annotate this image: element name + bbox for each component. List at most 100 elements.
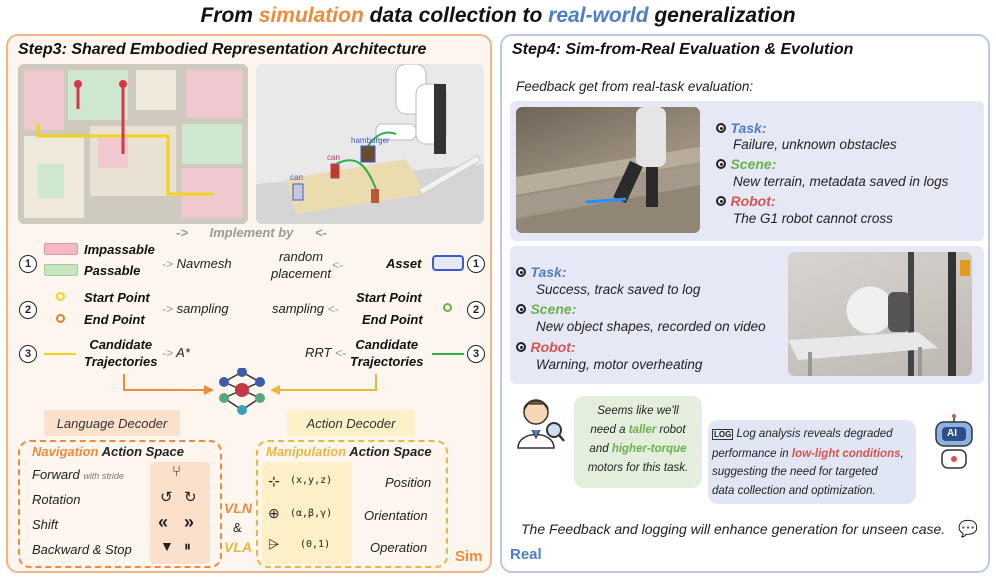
start-point-icon — [56, 292, 65, 301]
bullet-icon — [516, 267, 526, 277]
case2-scene-text: New object shapes, recorded on video — [536, 319, 766, 334]
asset-box-icon — [432, 255, 464, 271]
sampling-left-method: sampling — [176, 301, 229, 316]
point-right-icon — [443, 303, 452, 312]
case1-task-row: Task: — [716, 120, 767, 138]
forward-fork-icon: ⑂ — [172, 463, 182, 480]
stop-icon: ⏸ — [184, 538, 191, 554]
position-axes-icon: ⊹ — [268, 473, 280, 489]
rotate-ccw-icon: ↺ — [160, 489, 173, 506]
can-label-2: can — [290, 173, 303, 182]
backward-icon: ▼ — [160, 538, 174, 554]
manip-position: Position — [385, 475, 432, 490]
nav-forward: Forward with stride — [32, 467, 124, 482]
log-icon: LOG — [712, 429, 734, 440]
feedback-intro: Feedback get from real-task evaluation: — [516, 79, 754, 94]
operation-param: (0,1) — [300, 539, 331, 550]
sampling-right-method: sampling — [272, 301, 325, 316]
step3-title: Step3: Shared Embodied Representation Ar… — [18, 41, 427, 58]
rrt-method: RRT — [305, 345, 332, 360]
case1-scene-text: New terrain, metadata saved in logs — [733, 174, 949, 189]
step-number-1-right: 1 — [467, 255, 485, 273]
manip-operation: Operation — [370, 540, 428, 555]
sim-corner-label: Sim — [455, 548, 483, 565]
action-decoder: Action Decoder — [287, 410, 415, 436]
main-title: From simulation data collection to real-… — [200, 4, 796, 27]
footer-text: The Feedback and logging will enhance ge… — [521, 521, 946, 537]
suggestion-text: Seems like we'll need a taller robot and… — [587, 405, 689, 474]
bullet-icon — [516, 342, 526, 352]
log-analysis-bubble — [708, 420, 916, 504]
step4-title: Step4: Sim-from-Real Evaluation & Evolut… — [512, 41, 854, 58]
case1-task-text: Failure, unknown obstacles — [733, 137, 897, 152]
orientation-param: (α,β,γ) — [290, 508, 333, 519]
humanoid-table-image — [788, 252, 972, 376]
floorplan-image — [18, 64, 248, 224]
bullet-icon — [716, 159, 726, 169]
end-point-right-label: End Point — [362, 312, 423, 327]
manipulation-action-space — [256, 440, 448, 568]
candidate-line-green — [432, 353, 464, 355]
scientist-avatar-icon — [517, 399, 565, 449]
vla-label: VLA — [224, 539, 252, 555]
astar-method: A* — [176, 345, 190, 360]
bullet-icon — [716, 196, 726, 206]
suggestion-bubble — [574, 396, 702, 488]
navigation-action-space — [18, 440, 222, 568]
bullet-icon — [716, 123, 726, 133]
impassable-swatch — [44, 243, 78, 255]
can-label-1: can — [327, 153, 340, 162]
shift-right-icon: » — [184, 512, 195, 532]
case1-robot-text: The G1 robot cannot cross — [733, 211, 893, 226]
case1-scene-row: Scene: — [716, 156, 776, 174]
asset-label: Asset — [386, 256, 422, 271]
language-decoder: Language Decoder — [44, 410, 180, 436]
passable-swatch — [44, 264, 78, 276]
stairs-robot-image — [516, 107, 700, 233]
ai-label: AI — [947, 428, 957, 439]
case2-task-row: Task: — [516, 264, 567, 282]
vln-label: VLN — [224, 500, 252, 516]
step-number-1-left: 1 — [19, 255, 37, 273]
case2-robot-text: Warning, motor overheating — [536, 357, 703, 372]
manip-icon-column — [262, 462, 352, 564]
implement-by-row: -> Implement by <- — [176, 225, 327, 240]
position-param: (x,y,z) — [290, 475, 333, 486]
nav-icon-column — [150, 462, 210, 564]
start-point-label: Start Point — [84, 290, 150, 305]
real-corner-label: Real — [510, 546, 542, 563]
manip-orientation: Orientation — [364, 508, 428, 523]
navmesh-method: Navmesh — [176, 256, 232, 271]
step-number-3-left: 3 — [19, 345, 37, 363]
log-analysis-text: LOG Log analysis reveals degraded perfor… — [712, 428, 904, 497]
nav-rotation: Rotation — [32, 492, 81, 507]
impassable-label: Impassable — [84, 242, 155, 257]
bullet-icon — [516, 304, 526, 314]
nav-backward-stop: Backward & Stop — [32, 542, 132, 557]
ai-robot-icon — [935, 414, 973, 469]
rotate-cw-icon: ↻ — [184, 489, 197, 506]
case2-task-text: Success, track saved to log — [536, 282, 701, 297]
amp-label: & — [233, 520, 242, 535]
step-number-2-left: 2 — [19, 301, 37, 319]
step-number-3-right: 3 — [467, 345, 485, 363]
chat-icon: 💬 — [958, 521, 978, 538]
case2-scene-row: Scene: — [516, 301, 576, 319]
end-point-label: End Point — [84, 312, 145, 327]
random-placement-method: random placement — [271, 249, 331, 281]
gripper-icon: ⩥ — [268, 536, 280, 552]
candidate-line-yellow — [44, 353, 76, 355]
network-connector — [123, 368, 377, 415]
manipulation-space-title: Manipulation Action Space — [266, 444, 432, 459]
nav-shift: Shift — [32, 517, 59, 532]
robot-arm-image: hamburger can can — [256, 64, 484, 224]
step-number-2-right: 2 — [467, 301, 485, 319]
navigation-space-title: Navigation Action Space — [32, 444, 184, 459]
shift-left-icon: « — [158, 512, 169, 532]
end-point-icon — [56, 314, 65, 323]
case2-robot-row: Robot: — [516, 339, 576, 357]
case1-robot-row: Robot: — [716, 193, 776, 211]
orientation-icon: ⊕ — [268, 505, 280, 521]
